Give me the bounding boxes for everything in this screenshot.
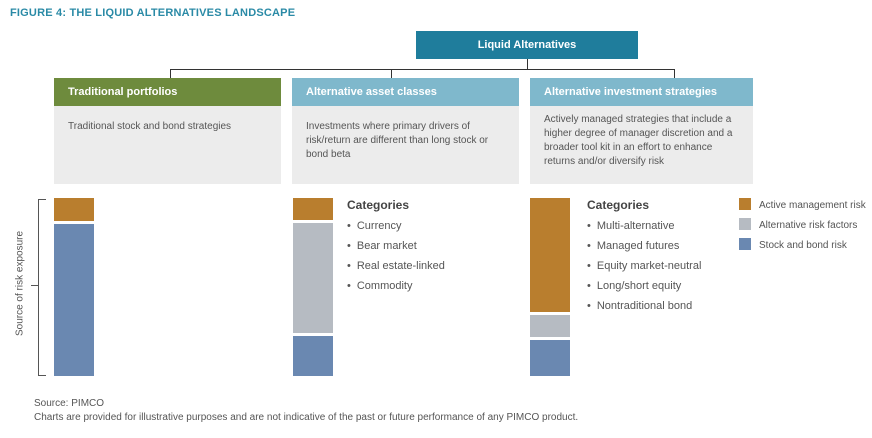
list-item: Multi-alternative <box>587 216 701 236</box>
categories-list-asset-classes: Currency Bear market Real estate-linked … <box>347 216 445 296</box>
list-item: Commodity <box>347 276 445 296</box>
categories-title-asset-classes: Categories <box>347 198 410 212</box>
list-item: Currency <box>347 216 445 236</box>
connector-right-drop <box>674 69 675 78</box>
alternative-investment-strategies-header: Alternative investment strategies <box>530 78 753 106</box>
traditional-description: Traditional stock and bond strategies <box>54 106 281 184</box>
connector-left-drop <box>170 69 171 78</box>
connector-middle-drop <box>391 69 392 78</box>
bar-segment-alternative-risk-factors <box>293 223 333 333</box>
liquid-alternatives-header: Liquid Alternatives <box>416 31 638 59</box>
bar-segment-alternative-risk-factors <box>530 315 570 337</box>
list-item: Bear market <box>347 236 445 256</box>
legend-item-alternative-risk: Alternative risk factors <box>739 218 869 238</box>
axis-label: Source of risk exposure <box>14 230 26 337</box>
figure-title: FIGURE 4: THE LIQUID ALTERNATIVES LANDSC… <box>10 7 296 19</box>
list-item: Equity market-neutral <box>587 256 702 276</box>
connector-vertical <box>527 59 528 69</box>
list-item: Nontraditional bond <box>587 296 701 316</box>
bar-alternative-asset-classes <box>293 198 333 376</box>
legend-label: Stock and bond risk <box>759 240 847 251</box>
disclaimer-note: Charts are provided for illustrative pur… <box>34 412 579 423</box>
bar-alternative-strategies <box>530 198 570 376</box>
connector-horizontal <box>170 69 674 70</box>
bar-segment-active-management-risk <box>293 198 333 220</box>
legend-item-active-management: Active management risk <box>739 198 869 218</box>
bar-segment-stock-and-bond-risk <box>530 340 570 376</box>
footer: Source: PIMCO Charts are provided for il… <box>34 397 578 425</box>
bar-traditional <box>54 198 94 376</box>
legend-item-stock-bond: Stock and bond risk <box>739 238 869 258</box>
legend-swatch-stock-bond <box>739 238 751 250</box>
axis-bracket <box>38 199 46 376</box>
list-item: Long/short equity <box>587 276 701 296</box>
alternative-asset-description: Investments where primary drivers of ris… <box>292 106 519 184</box>
alternative-asset-classes-header: Alternative asset classes <box>292 78 519 106</box>
list-item: Real estate-linked <box>347 256 445 276</box>
legend-swatch-active-management <box>739 198 751 210</box>
traditional-portfolios-header: Traditional portfolios <box>54 78 281 106</box>
list-item: Managed futures <box>587 236 701 256</box>
bar-segment-active-management-risk <box>54 198 94 221</box>
legend-label: Active management risk <box>759 200 866 211</box>
categories-list-strategies: Multi-alternative Managed futures Equity… <box>587 216 702 316</box>
source-note: Source: PIMCO <box>34 398 105 409</box>
legend: Active management risk Alternative risk … <box>739 198 869 258</box>
alternative-strategies-description: Actively managed strategies that include… <box>530 106 753 184</box>
categories-title-strategies: Categories <box>587 198 650 212</box>
bar-segment-stock-and-bond-risk <box>293 336 333 376</box>
axis-tick <box>31 285 38 286</box>
bar-segment-stock-and-bond-risk <box>54 224 94 376</box>
legend-label: Alternative risk factors <box>759 220 858 231</box>
legend-swatch-alternative-risk <box>739 218 751 230</box>
bar-segment-active-management-risk <box>530 198 570 312</box>
